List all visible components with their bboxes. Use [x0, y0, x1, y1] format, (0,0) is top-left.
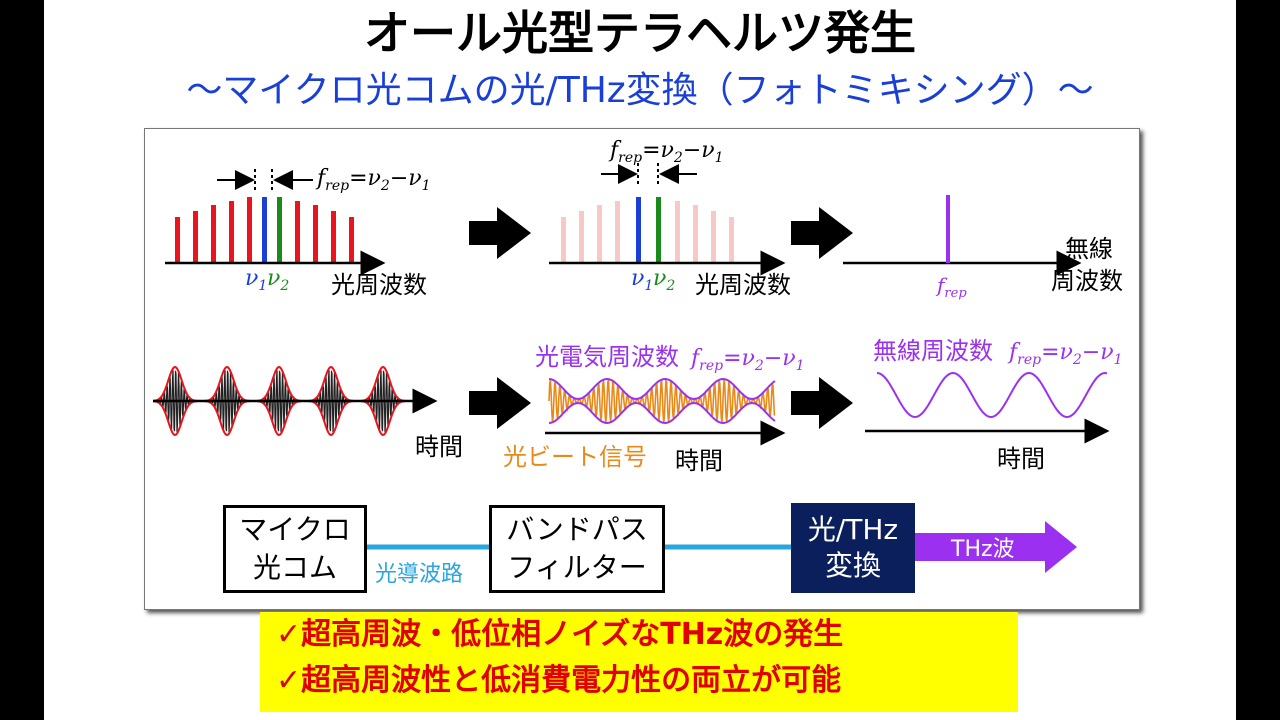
filtered-comb-line: [597, 205, 602, 263]
pulse-envelope-bottom: [152, 400, 198, 437]
comb-line: [331, 211, 336, 263]
micro-comb-box: マイクロ 光コム: [223, 505, 367, 593]
rf-sine-waveform: [876, 371, 1108, 419]
filtered-comb-line: [615, 201, 620, 263]
radio-freq-wave-label: 無線周波数: [873, 337, 993, 365]
time-label-3: 時間: [997, 445, 1045, 473]
beat-carrier: [548, 377, 776, 423]
bandpass-line2: フィルター: [507, 551, 647, 584]
micro-comb-line2: 光コム: [252, 551, 337, 584]
beat-signal-label: 光ビート信号: [503, 443, 647, 471]
filtered-comb-spectrum: [561, 197, 734, 263]
converter-line2: 変換: [824, 549, 881, 582]
filtered-comb-line: [561, 217, 566, 263]
comb-line: [193, 211, 198, 263]
rf-sine-path: [876, 371, 1108, 419]
comb-line: [349, 217, 354, 263]
beat-envelope-bottom: [548, 402, 776, 425]
filtered-comb-line: [693, 205, 698, 263]
comb-line: [277, 197, 282, 263]
block-arrow-4: [791, 377, 853, 429]
summary-box: ✓超高周波・低位相ノイズなTHz波の発生 ✓超高周波性と低消費電力性の両立が可能: [260, 612, 1018, 712]
time-label-2: 時間: [675, 447, 723, 475]
comb-line: [229, 201, 234, 263]
filtered-comb-line: [675, 201, 680, 263]
waveguide-label: 光導波路: [375, 562, 463, 587]
time-label-1: 時間: [415, 433, 463, 461]
micro-comb-line1: マイクロ: [239, 513, 351, 546]
nu2-label-1: ν2: [267, 266, 289, 294]
comb-line: [295, 201, 300, 263]
pulse-envelope-top: [360, 365, 406, 402]
filtered-comb-line: [656, 197, 661, 263]
pulse-envelope-top: [308, 365, 354, 402]
pulse-envelope-bottom: [256, 400, 302, 437]
diagram-canvas: frep=ν2−ν1 ν1 ν2 光周波数 frep=ν2−ν1 ν1 ν2 光…: [152, 138, 1123, 587]
pulse-envelope-top: [204, 365, 250, 402]
comb-line: [262, 197, 267, 263]
thz-output-arrow: [915, 521, 1077, 573]
nu1-label-1: ν1: [245, 266, 267, 294]
pulse-envelope-bottom: [204, 400, 250, 437]
diagram-panel: frep=ν2−ν1 ν1 ν2 光周波数 frep=ν2−ν1 ν1 ν2 光…: [144, 128, 1140, 610]
pulse-envelope-top: [152, 365, 198, 402]
frep-spectral-line: [946, 195, 950, 263]
filtered-comb-line: [636, 197, 641, 263]
pulse-envelope-bottom: [308, 400, 354, 437]
radio-freq-label-line1: 無線: [1065, 235, 1113, 263]
beat-signal-waveform: [548, 377, 776, 425]
bandpass-line1: バンドパス: [506, 513, 648, 546]
comb-line: [247, 197, 252, 263]
filtered-comb-line: [579, 211, 584, 263]
frep-formula-1: frep=ν2−ν1: [315, 166, 431, 194]
input-comb-spectrum: [175, 197, 354, 263]
optical-electric-freq-label: 光電気周波数: [535, 343, 679, 371]
nu2-label-2: ν2: [653, 266, 675, 294]
pulse-envelope-bottom: [360, 400, 406, 437]
summary-point-2: ✓超高周波性と低消費電力性の両立が可能: [276, 663, 842, 698]
optical-freq-label-2: 光周波数: [695, 271, 791, 299]
comb-line: [313, 205, 318, 263]
block-arrow-1: [469, 207, 531, 259]
radio-freq-label-line2: 周波数: [1051, 267, 1123, 295]
frep-formula-4: frep=ν2−ν1: [689, 346, 805, 374]
filtered-comb-line: [729, 217, 734, 263]
block-arrow-3: [469, 377, 531, 429]
comb-line: [175, 217, 180, 263]
pulse-envelope-top: [256, 365, 302, 402]
converter-line1: 光/THz: [807, 513, 899, 546]
frep-formula-5: frep=ν2−ν1: [1007, 340, 1123, 368]
nu1-label-2: ν1: [631, 266, 653, 294]
summary-point-1: ✓超高周波・低位相ノイズなTHz波の発生: [276, 617, 844, 652]
optical-freq-label-1: 光周波数: [331, 271, 427, 299]
filtered-comb-line: [711, 211, 716, 263]
bandpass-filter-box: バンドパス フィルター: [489, 505, 665, 593]
comb-line: [211, 205, 216, 263]
page-subtitle: 〜マイクロ光コムの光/THz変換（フォトミキシング）〜: [186, 70, 1094, 111]
optical-thz-converter-box: 光/THz 変換: [791, 503, 915, 593]
frep-label-3: frep: [935, 273, 967, 301]
page-title: オール光型テラヘルツ発生: [364, 6, 916, 60]
block-arrow-2: [791, 207, 853, 259]
frep-formula-2: frep=ν2−ν1: [608, 138, 724, 166]
thz-output-label: THz波: [950, 537, 1015, 562]
beat-envelope-top: [548, 377, 776, 400]
